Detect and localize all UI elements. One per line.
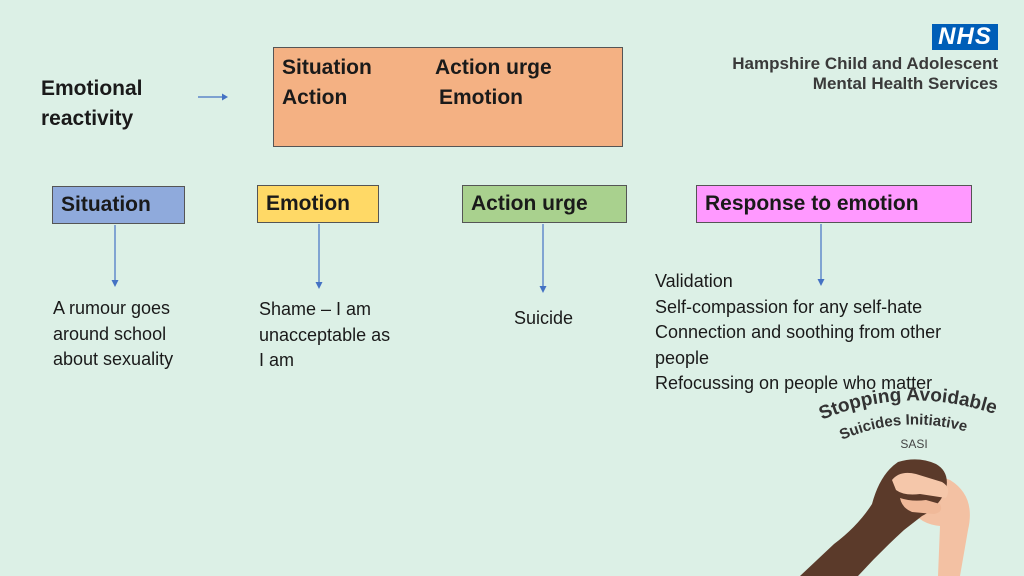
emotion-description: Shame – I am unacceptable as I am bbox=[259, 297, 390, 374]
sasi-abbr: SASI bbox=[900, 437, 927, 451]
hand-clasp-icon bbox=[900, 498, 942, 514]
nhs-logo: NHS bbox=[932, 24, 998, 50]
reactivity-line-1: Emotional bbox=[41, 77, 143, 100]
emotion-desc-line: I am bbox=[259, 350, 295, 370]
emotional-reactivity-label: Emotional reactivity bbox=[41, 74, 201, 134]
response-desc-line: Connection and soothing from other bbox=[655, 322, 942, 342]
summary-emotion: Emotion bbox=[439, 86, 523, 109]
light-hand-icon bbox=[892, 472, 949, 498]
step-emotion-box: Emotion bbox=[257, 185, 379, 223]
sasi-logo: Stopping Avoidable Suicides Initiative S… bbox=[800, 384, 1000, 576]
summary-action: Action bbox=[282, 86, 348, 109]
response-description: Validation Self-compassion for any self-… bbox=[655, 269, 941, 397]
situation-desc-line: A rumour goes bbox=[53, 298, 171, 318]
response-desc-line: Validation bbox=[655, 271, 733, 291]
down-arrow-icon-situation bbox=[111, 225, 119, 287]
summary-action-urge: Action urge bbox=[435, 56, 552, 79]
situation-desc-line: about sexuality bbox=[53, 349, 174, 369]
action-urge-description: Suicide bbox=[514, 306, 573, 332]
response-desc-line: Refocussing on people who matter bbox=[655, 373, 933, 393]
reactivity-line-2: reactivity bbox=[41, 107, 134, 130]
emotion-desc-line: Shame – I am bbox=[259, 299, 372, 319]
situation-description: A rumour goes around school about sexual… bbox=[53, 296, 173, 373]
step-action-urge-box: Action urge bbox=[462, 185, 627, 223]
response-desc-line: people bbox=[655, 347, 710, 368]
step-situation-box: Situation bbox=[52, 186, 185, 224]
down-arrow-icon-emotion bbox=[315, 224, 323, 289]
action-urge-desc-line: Suicide bbox=[514, 308, 574, 328]
org-name-line-1: Hampshire Child and Adolescent bbox=[732, 54, 998, 73]
response-desc-line: Self-compassion for any self-hate bbox=[655, 296, 923, 317]
right-arrow-icon bbox=[198, 93, 228, 101]
summary-situation: Situation bbox=[282, 56, 372, 79]
situation-desc-line: around school bbox=[53, 323, 167, 344]
organisation-name: Hampshire Child and Adolescent Mental He… bbox=[732, 54, 998, 94]
emotion-desc-line: unacceptable as bbox=[259, 324, 391, 345]
down-arrow-icon-action-urge bbox=[539, 224, 547, 293]
step-response-box: Response to emotion bbox=[696, 185, 972, 223]
org-name-line-2: Mental Health Services bbox=[812, 74, 998, 93]
summary-box: Situation Action urge Action Emotion bbox=[273, 47, 623, 147]
